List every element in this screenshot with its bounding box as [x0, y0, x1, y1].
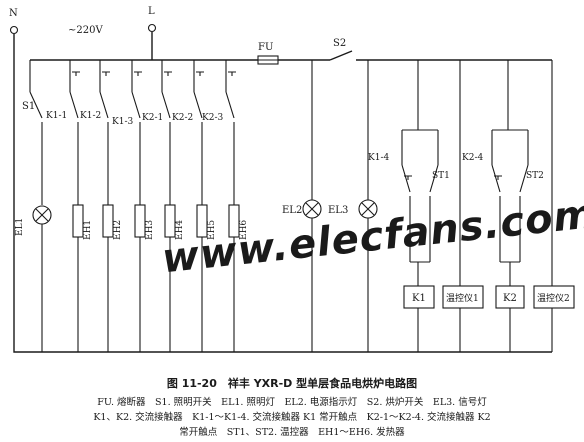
label-k2-2: K2-2 — [172, 113, 193, 123]
label-s2: S2 — [333, 38, 346, 49]
label-k1-1: K1-1 — [46, 111, 67, 121]
label-el3: EL3 — [328, 205, 348, 216]
label-k2-1: K2-1 — [142, 113, 163, 123]
label-k2-3: K2-3 — [202, 113, 223, 123]
caption-title: 图 11-20 祥丰 YXR-D 型单层食品电烘炉电路图 — [167, 376, 417, 390]
neutral-rail — [13, 34, 552, 353]
lamp-el3: EL3 — [328, 60, 378, 352]
lamp-el2: EL2 — [282, 60, 322, 352]
label-eh5: EH5 — [207, 220, 217, 240]
branch-s1-el1: S1 EL1 — [15, 60, 52, 352]
label-thermo2: 温控仪2 — [537, 292, 570, 304]
fuse-fu: FU — [257, 42, 279, 65]
label-el2: EL2 — [282, 205, 302, 216]
terminal-l: L — [147, 6, 157, 33]
terminal-n: N — [9, 8, 19, 35]
label-k2-4: K2-4 — [462, 153, 483, 163]
label-eh6: EH6 — [239, 220, 249, 240]
thermostat-1: 温控仪1 — [442, 60, 484, 352]
label-st1: ST1 — [432, 171, 450, 181]
label-st2: ST2 — [526, 171, 544, 181]
label-voltage: ~220V — [68, 25, 103, 36]
label-s1: S1 — [22, 101, 35, 112]
coil-k1 — [403, 285, 435, 309]
label-n: N — [9, 8, 18, 19]
label-k1-coil: K1 — [412, 293, 426, 304]
label-k1-2: K1-2 — [80, 111, 101, 121]
branch-k1-3-eh3: K1-3 EH3 — [112, 60, 155, 352]
switch-s2: S2 — [329, 38, 353, 61]
label-eh1: EH1 — [83, 220, 93, 240]
label-fu: FU — [258, 42, 273, 53]
caption-line-1: FU. 熔断器 S1. 照明开关 EL1. 照明灯 EL2. 电源指示灯 S2.… — [97, 396, 487, 408]
label-eh4: EH4 — [175, 220, 185, 240]
label-l: L — [148, 6, 155, 17]
line-rail — [30, 32, 258, 61]
label-eh2: EH2 — [113, 220, 123, 240]
caption-line-2: K1、K2. 交流接触器 K1-1～K1-4. 交流接触器 K1 常开触点 K2… — [93, 411, 490, 423]
branch-k1-2-eh2: K1-2 EH2 — [80, 60, 123, 352]
label-thermo1: 温控仪1 — [446, 292, 479, 304]
label-k1-3: K1-3 — [112, 117, 133, 127]
caption-line-3: 常开触点 ST1、ST2. 温控器 EH1～EH6. 发热器 — [179, 426, 405, 438]
branch-k2-2-eh5: K2-2 EH5 — [172, 60, 217, 352]
label-el1: EL1 — [15, 218, 25, 236]
branch-k2-1-eh4: K2-1 EH4 — [142, 60, 185, 352]
label-k2-coil: K2 — [503, 293, 517, 304]
k2-control-circuit: K2-4 ST2 K2 — [462, 60, 544, 352]
branch-k1-1-eh1: K1-1 EH1 — [46, 60, 93, 352]
label-k1-4: K1-4 — [368, 153, 389, 163]
k1-control-circuit: K1-4 ST1 K1 — [368, 60, 450, 352]
label-eh3: EH3 — [145, 220, 155, 240]
branch-k2-3-eh6: K2-3 EH6 — [202, 60, 249, 352]
thermostat-2: 温控仪2 — [533, 60, 575, 352]
